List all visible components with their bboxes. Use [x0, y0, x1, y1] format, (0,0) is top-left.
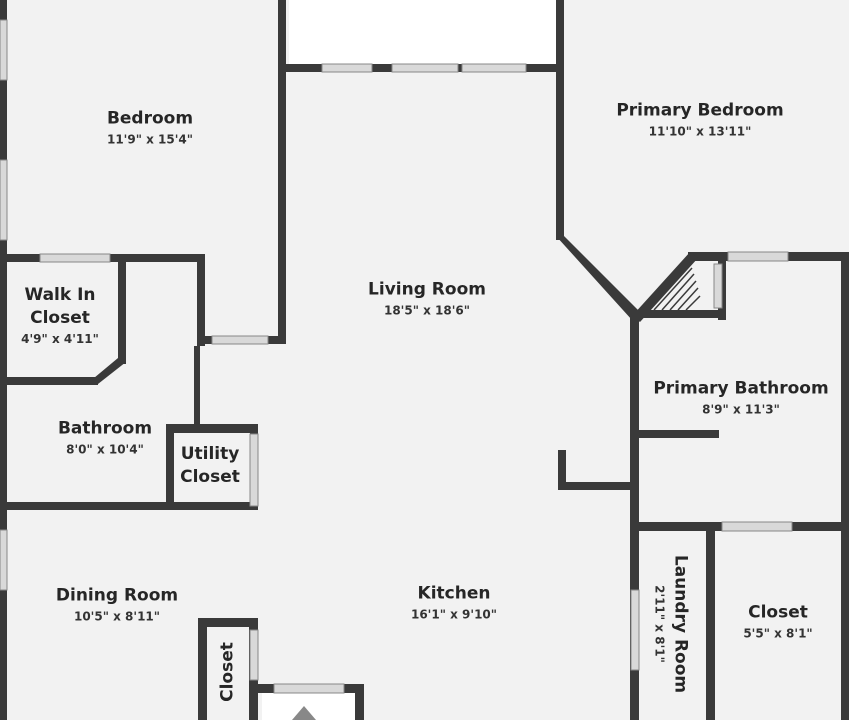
- room-laundry-room: Laundry Room 2'11" x 8'1": [651, 555, 692, 693]
- room-dimensions: 11'9" x 15'4": [106, 132, 194, 147]
- wall: [558, 482, 632, 490]
- wall: [630, 310, 639, 720]
- room-dimensions: 4'9" x 4'11": [21, 332, 99, 346]
- wall: [632, 252, 698, 322]
- wall: [166, 424, 258, 433]
- window: [630, 589, 640, 671]
- window: [0, 19, 8, 81]
- wall: [556, 236, 640, 320]
- room-closet-right: Closet 5'5" x 8'1": [743, 602, 812, 643]
- wall: [841, 252, 849, 720]
- room-dimensions: 5'5" x 8'1": [743, 626, 813, 641]
- room-name: Closet: [217, 642, 238, 702]
- room-name: Bedroom: [106, 108, 194, 129]
- window: [273, 683, 345, 694]
- window: [727, 251, 789, 262]
- window: [0, 159, 8, 241]
- room-bedroom: Bedroom 11'9" x 15'4": [107, 108, 193, 149]
- balcony-area: [289, 0, 559, 66]
- room-name: Closet: [748, 602, 808, 623]
- room-closet-bottom: Closet: [217, 642, 240, 702]
- room-primary-bedroom: Primary Bedroom 11'10" x 13'11": [616, 100, 783, 141]
- window: [461, 63, 527, 73]
- wall: [355, 684, 364, 720]
- wall: [0, 502, 258, 510]
- room-name: Primary Bathroom: [653, 378, 829, 399]
- room-dimensions: 2'11" x 8'1": [652, 585, 667, 663]
- room-utility-closet: Utility Closet: [175, 443, 245, 489]
- window: [321, 63, 373, 73]
- room-dimensions: 10'5" x 8'11": [73, 609, 161, 624]
- wall: [198, 618, 258, 627]
- wall: [278, 0, 286, 344]
- wall: [197, 258, 205, 346]
- wall: [558, 450, 566, 490]
- wall: [194, 346, 200, 426]
- window: [391, 63, 459, 73]
- wall: [118, 254, 126, 364]
- room-dimensions: 8'9" x 11'3": [702, 402, 780, 417]
- room-kitchen: Kitchen 16'1" x 9'10": [411, 583, 497, 624]
- window: [39, 253, 111, 263]
- stairs-hatch: [645, 261, 701, 311]
- room-bathroom: Bathroom 8'0" x 10'4": [58, 418, 152, 459]
- entry-arrow-icon: [292, 706, 316, 720]
- room-dimensions: 11'10" x 13'11": [648, 124, 752, 139]
- room-living-room: Living Room 18'5" x 18'6": [368, 279, 486, 320]
- room-dimensions: 8'0" x 10'4": [66, 442, 144, 457]
- wall: [0, 0, 7, 720]
- room-dimensions: 18'5" x 18'6": [383, 303, 471, 318]
- room-dining-room: Dining Room 10'5" x 8'11": [56, 585, 178, 626]
- windows: [0, 19, 793, 694]
- wall: [636, 310, 726, 318]
- wall: [556, 0, 564, 240]
- room-name: Dining Room: [55, 585, 179, 606]
- window: [249, 629, 259, 681]
- room-walk-in-closet: Walk In Closet 4'9" x 4'11": [15, 284, 105, 348]
- window: [211, 335, 269, 345]
- room-primary-bathroom: Primary Bathroom 8'9" x 11'3": [653, 378, 828, 419]
- window: [0, 529, 8, 591]
- window: [249, 433, 259, 507]
- room-name: Bathroom: [57, 418, 153, 439]
- room-name: Kitchen: [417, 583, 491, 604]
- wall: [706, 522, 715, 720]
- room-dimensions: 16'1" x 9'10": [410, 607, 498, 622]
- wall: [639, 430, 719, 438]
- wall: [198, 618, 207, 720]
- room-name: Living Room: [368, 279, 486, 300]
- room-name: Laundry Room: [670, 554, 691, 694]
- room-name: Primary Bedroom: [616, 100, 784, 121]
- wall: [0, 377, 98, 385]
- room-name: Utility Closet: [180, 444, 240, 487]
- window: [721, 521, 793, 532]
- window: [713, 263, 723, 309]
- room-name: Walk In Closet: [24, 285, 96, 328]
- wall: [94, 358, 126, 384]
- wall: [166, 424, 174, 510]
